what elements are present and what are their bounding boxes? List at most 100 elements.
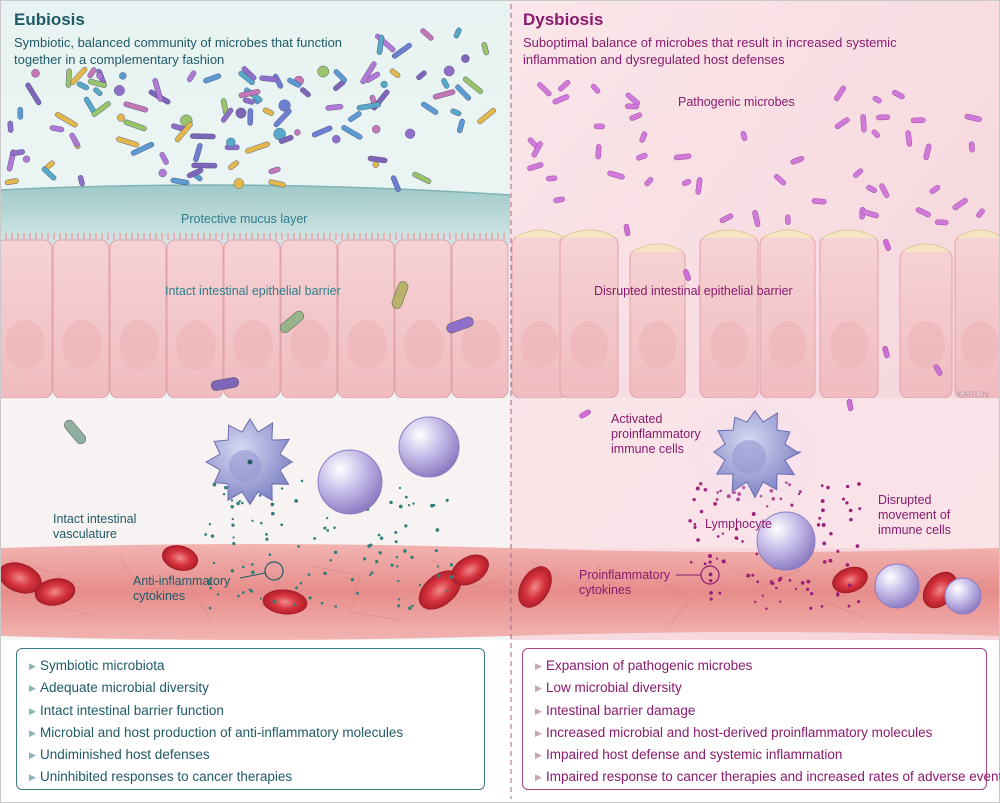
pathogenic-microbes-label: Pathogenic microbes xyxy=(678,95,795,109)
commensal-rod xyxy=(186,70,197,83)
commensal-coccus xyxy=(22,155,31,163)
pathogenic-rod xyxy=(625,103,640,110)
commensal-rod xyxy=(333,69,347,83)
cytokine xyxy=(299,581,303,585)
pathogenic-rod xyxy=(579,409,591,419)
cytokine xyxy=(356,591,359,595)
cytokine xyxy=(397,598,401,601)
pathogenic-rod xyxy=(866,184,877,194)
pathogenic-rod xyxy=(834,117,850,130)
cytokine xyxy=(223,485,228,490)
cytokine xyxy=(241,591,245,594)
pathogenic-rod xyxy=(595,144,602,160)
commensal-coccus xyxy=(96,72,103,79)
bullet-triangle-icon: ▶ xyxy=(535,683,542,694)
pathogenic-rod xyxy=(553,196,565,204)
cytokine xyxy=(822,541,827,546)
pathogenic-rod xyxy=(623,223,631,237)
cytokine xyxy=(435,528,440,532)
dysbiosis-summary-list: ▶Expansion of pathogenic microbes▶Low mi… xyxy=(535,655,1000,789)
eubiosis-subtitle-line-1: Symbiotic, balanced community of microbe… xyxy=(14,35,343,50)
bullet-triangle-icon: ▶ xyxy=(535,750,542,761)
cytokine xyxy=(765,607,768,610)
commensal-rod xyxy=(462,76,484,94)
lymphocyte-label: Lymphocyte xyxy=(705,517,772,531)
cytokine xyxy=(280,523,284,527)
cytokine xyxy=(816,523,821,527)
pathogenic-rod xyxy=(905,130,913,147)
cytokine xyxy=(432,503,436,507)
cytokine xyxy=(418,583,422,587)
commensal-rod xyxy=(159,152,169,165)
cytokine xyxy=(761,594,764,597)
cytokine xyxy=(230,568,235,573)
cytokine xyxy=(241,501,244,505)
cytokine xyxy=(236,501,240,506)
cytokine xyxy=(709,579,713,583)
cytokine xyxy=(272,599,277,604)
summary-item-text: Microbial and host production of anti-in… xyxy=(40,724,404,740)
pathogenic-rod xyxy=(883,239,891,251)
epithelium-left xyxy=(0,233,509,399)
commensal-coccus xyxy=(461,54,470,63)
pathogenic-rod xyxy=(929,185,941,195)
pathogenic-rod xyxy=(636,152,648,161)
eubiosis-summary-item: ▶Intact intestinal barrier function xyxy=(29,700,472,722)
epithelial-cell xyxy=(451,239,509,399)
cytokine xyxy=(809,606,813,610)
cytokine xyxy=(805,587,810,592)
cytokine xyxy=(394,530,398,535)
cytokine xyxy=(231,517,234,521)
commensal-rod xyxy=(76,81,89,91)
cytokine xyxy=(445,498,449,502)
cytokine xyxy=(396,565,399,568)
pathogenic-rod xyxy=(558,79,571,92)
cytokine xyxy=(270,511,275,516)
lymphocyte-in-vessel-2 xyxy=(944,577,982,615)
epithelial-cell xyxy=(954,235,1000,399)
pathogenic-rod xyxy=(933,364,943,376)
red-blood-cell xyxy=(34,578,76,606)
eubiosis-title: Eubiosis xyxy=(14,10,85,29)
microbe xyxy=(279,310,305,334)
dysbiosis-title: Dysbiosis xyxy=(523,10,604,29)
cytokine xyxy=(323,526,327,530)
cytokine xyxy=(232,536,235,539)
bullet-triangle-icon: ▶ xyxy=(29,683,36,694)
cytokine xyxy=(350,577,355,582)
cytokine xyxy=(836,593,840,597)
commensal-coccus xyxy=(235,107,247,119)
cytokine xyxy=(397,579,400,583)
cytokine xyxy=(708,554,712,558)
pathogenic-rod xyxy=(740,131,748,142)
commensal-coccus xyxy=(317,65,330,78)
commensal-coccus xyxy=(372,125,381,134)
cytokine xyxy=(436,565,440,568)
cytokine xyxy=(390,563,394,567)
cytokine xyxy=(446,589,449,593)
commensal-rod xyxy=(453,27,462,39)
cytokine xyxy=(216,593,220,596)
pathogenic-rod xyxy=(644,177,654,187)
commensal-rod xyxy=(91,101,111,117)
dysbiosis-summary-box: ▶Expansion of pathogenic microbes▶Low mi… xyxy=(522,648,1000,790)
commensal-rod xyxy=(247,108,254,126)
cytokine xyxy=(326,529,330,532)
cytokine xyxy=(734,527,739,531)
pathogenic-rod xyxy=(882,345,890,359)
cytokine xyxy=(849,517,853,522)
microbe xyxy=(63,419,87,445)
eubiosis-summary-item: ▶Symbiotic microbiota xyxy=(29,655,472,677)
cytokine xyxy=(794,587,798,591)
cytokine xyxy=(320,601,324,605)
cytokine xyxy=(265,537,269,541)
pathogenic-rod xyxy=(695,177,703,195)
cytokine xyxy=(746,573,751,578)
cytokine xyxy=(708,560,712,564)
pathogenic-rod xyxy=(872,95,882,104)
commensal-coccus xyxy=(405,128,416,139)
commensal-rod xyxy=(420,28,434,41)
pathogenic-rod xyxy=(871,129,880,138)
commensal-rod xyxy=(241,66,257,81)
cytokine xyxy=(800,581,805,585)
